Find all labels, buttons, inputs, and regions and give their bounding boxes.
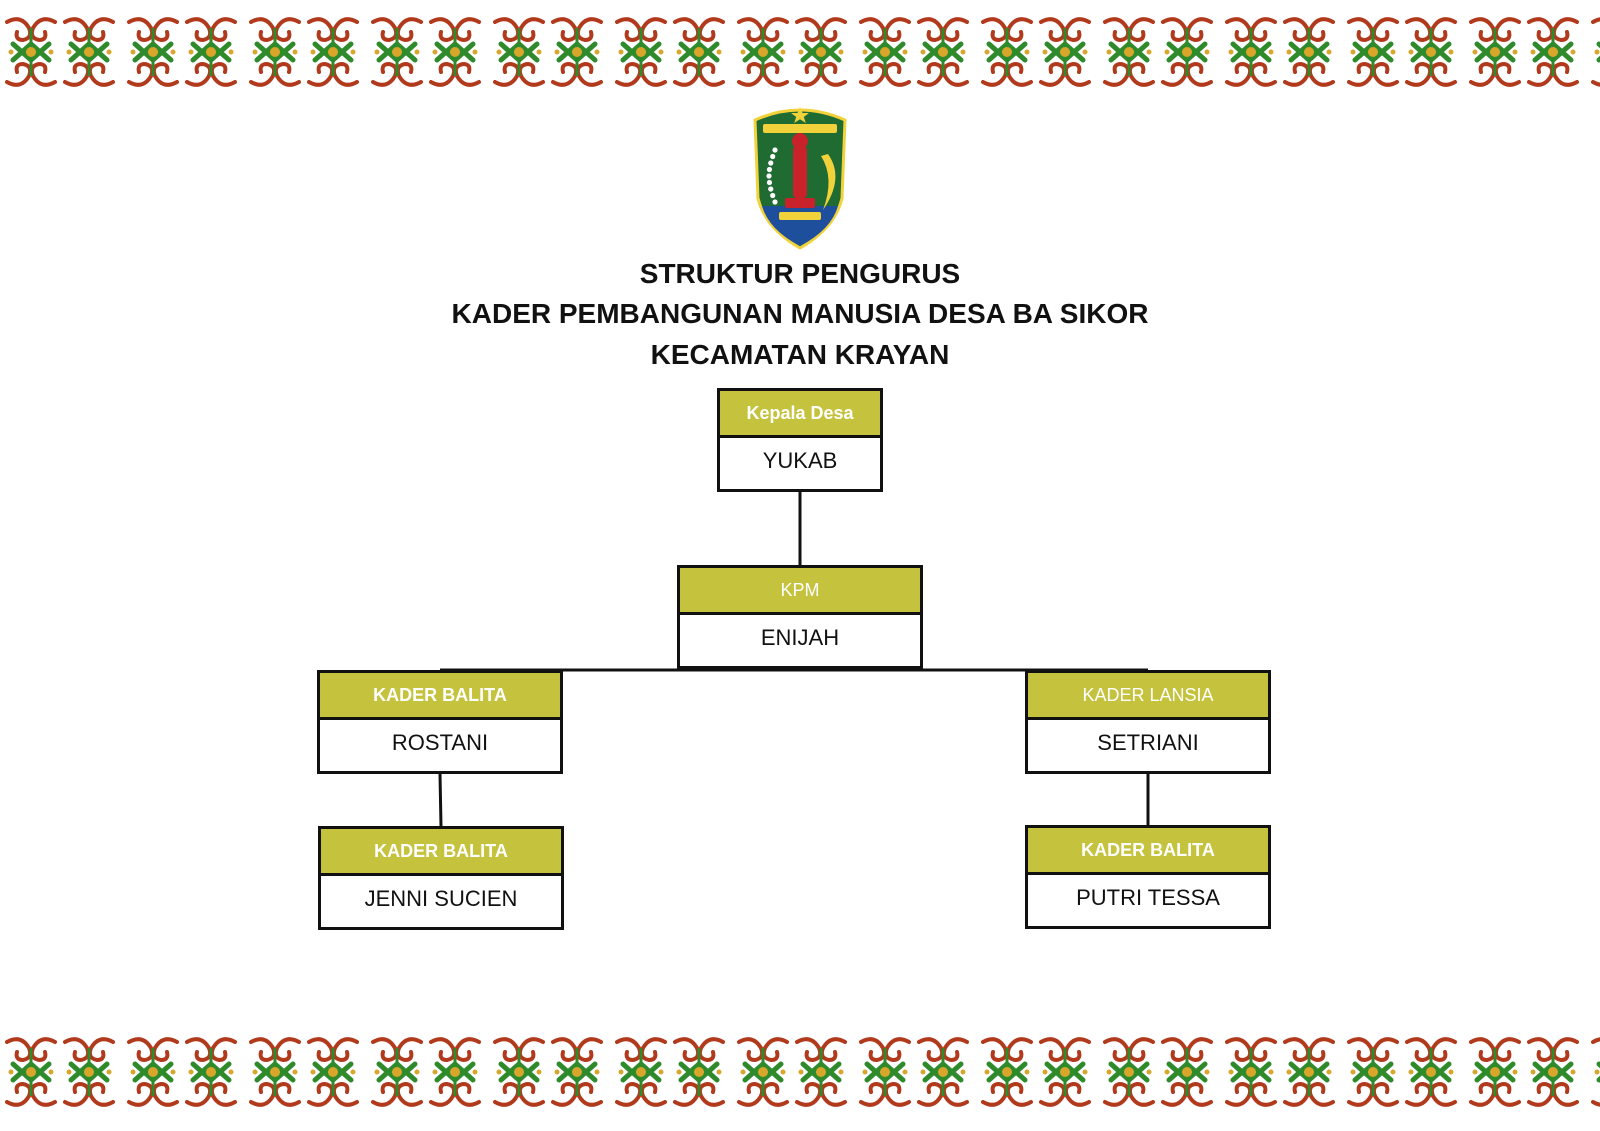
node-role-label: KPM (680, 568, 920, 615)
ornament-motif (859, 1037, 969, 1107)
node-kader-balita-rostani: KADER BALITA ROSTANI (317, 670, 563, 774)
ornament-motif (737, 1037, 847, 1107)
ornament-motif (737, 17, 847, 87)
emblem-bead (770, 192, 776, 199)
ornament-motif (615, 1037, 725, 1107)
node-kader-balita-putri: KADER BALITA PUTRI TESSA (1025, 825, 1271, 929)
emblem-bead (770, 153, 776, 160)
ornament-motif (859, 17, 969, 87)
ornament-motif (1591, 1037, 1600, 1107)
node-person-name: ENIJAH (760, 624, 840, 650)
ornament-motif (5, 17, 115, 87)
ornament-motif (5, 1037, 115, 1107)
ornament-motif (1103, 17, 1213, 87)
node-person-name: JENNI SUCIEN (364, 885, 518, 911)
node-person-name: ROSTANI (391, 729, 489, 755)
emblem-bead (766, 179, 773, 186)
connector-kader_balita_1-to-kader_balita_2 (438, 773, 443, 827)
title-line-2: KADER PEMBANGUNAN MANUSIA DESA BA SIKOR (451, 298, 1149, 329)
ornament-motif (249, 17, 359, 87)
node-role-label: KADER BALITA (321, 829, 561, 876)
ornament-motif (981, 17, 1091, 87)
node-kader-lansia: KADER LANSIA SETRIANI (1025, 670, 1271, 774)
ornament-motif (615, 17, 725, 87)
ornament-motif (1469, 1037, 1579, 1107)
ornament-motif (1103, 1037, 1213, 1107)
ornament-motif (493, 17, 603, 87)
ornament-motif (127, 1037, 237, 1107)
nunukan-emblem-icon (753, 107, 847, 250)
ornament-motif (1347, 17, 1457, 87)
ornament-motif (1347, 1037, 1457, 1107)
ornament-motif (981, 1037, 1091, 1107)
ornament-motif (1469, 17, 1579, 87)
node-kpm: KPM ENIJAH (677, 565, 923, 669)
ornament-motif (1225, 1037, 1335, 1107)
node-role-label: KADER BALITA (320, 673, 560, 720)
node-person-name: SETRIANI (1097, 729, 1199, 755)
emblem-bead (766, 166, 773, 173)
regency-emblem (695, 98, 905, 250)
ornament-motif (1591, 17, 1600, 87)
node-role-label: KADER LANSIA (1028, 673, 1268, 720)
ornament-motif (371, 1037, 481, 1107)
top-ornament-border (5, 17, 1600, 87)
ornament-motif (1225, 17, 1335, 87)
bottom-ornament-border (5, 1037, 1600, 1107)
node-role-label: KADER BALITA (1028, 828, 1268, 875)
emblem-bead (768, 160, 774, 166)
ornament-motif (249, 1037, 359, 1107)
emblem-bead (772, 147, 778, 153)
node-kader-balita-jenni: KADER BALITA JENNI SUCIEN (318, 826, 564, 930)
node-person-name: YUKAB (762, 447, 838, 473)
node-person-name: PUTRI TESSA (1076, 884, 1220, 910)
title-line-1: STRUKTUR PENGURUS (639, 258, 961, 289)
node-kepala-desa: Kepala Desa YUKAB (717, 388, 883, 492)
title-line-3: KECAMATAN KRAYAN (650, 339, 950, 370)
ornament-motif (127, 17, 237, 87)
emblem-bead (768, 186, 774, 192)
ornament-motif (493, 1037, 603, 1107)
ornament-motif (371, 17, 481, 87)
node-role-label: Kepala Desa (720, 391, 880, 438)
emblem-bead (766, 173, 772, 179)
emblem-bead (772, 199, 778, 205)
